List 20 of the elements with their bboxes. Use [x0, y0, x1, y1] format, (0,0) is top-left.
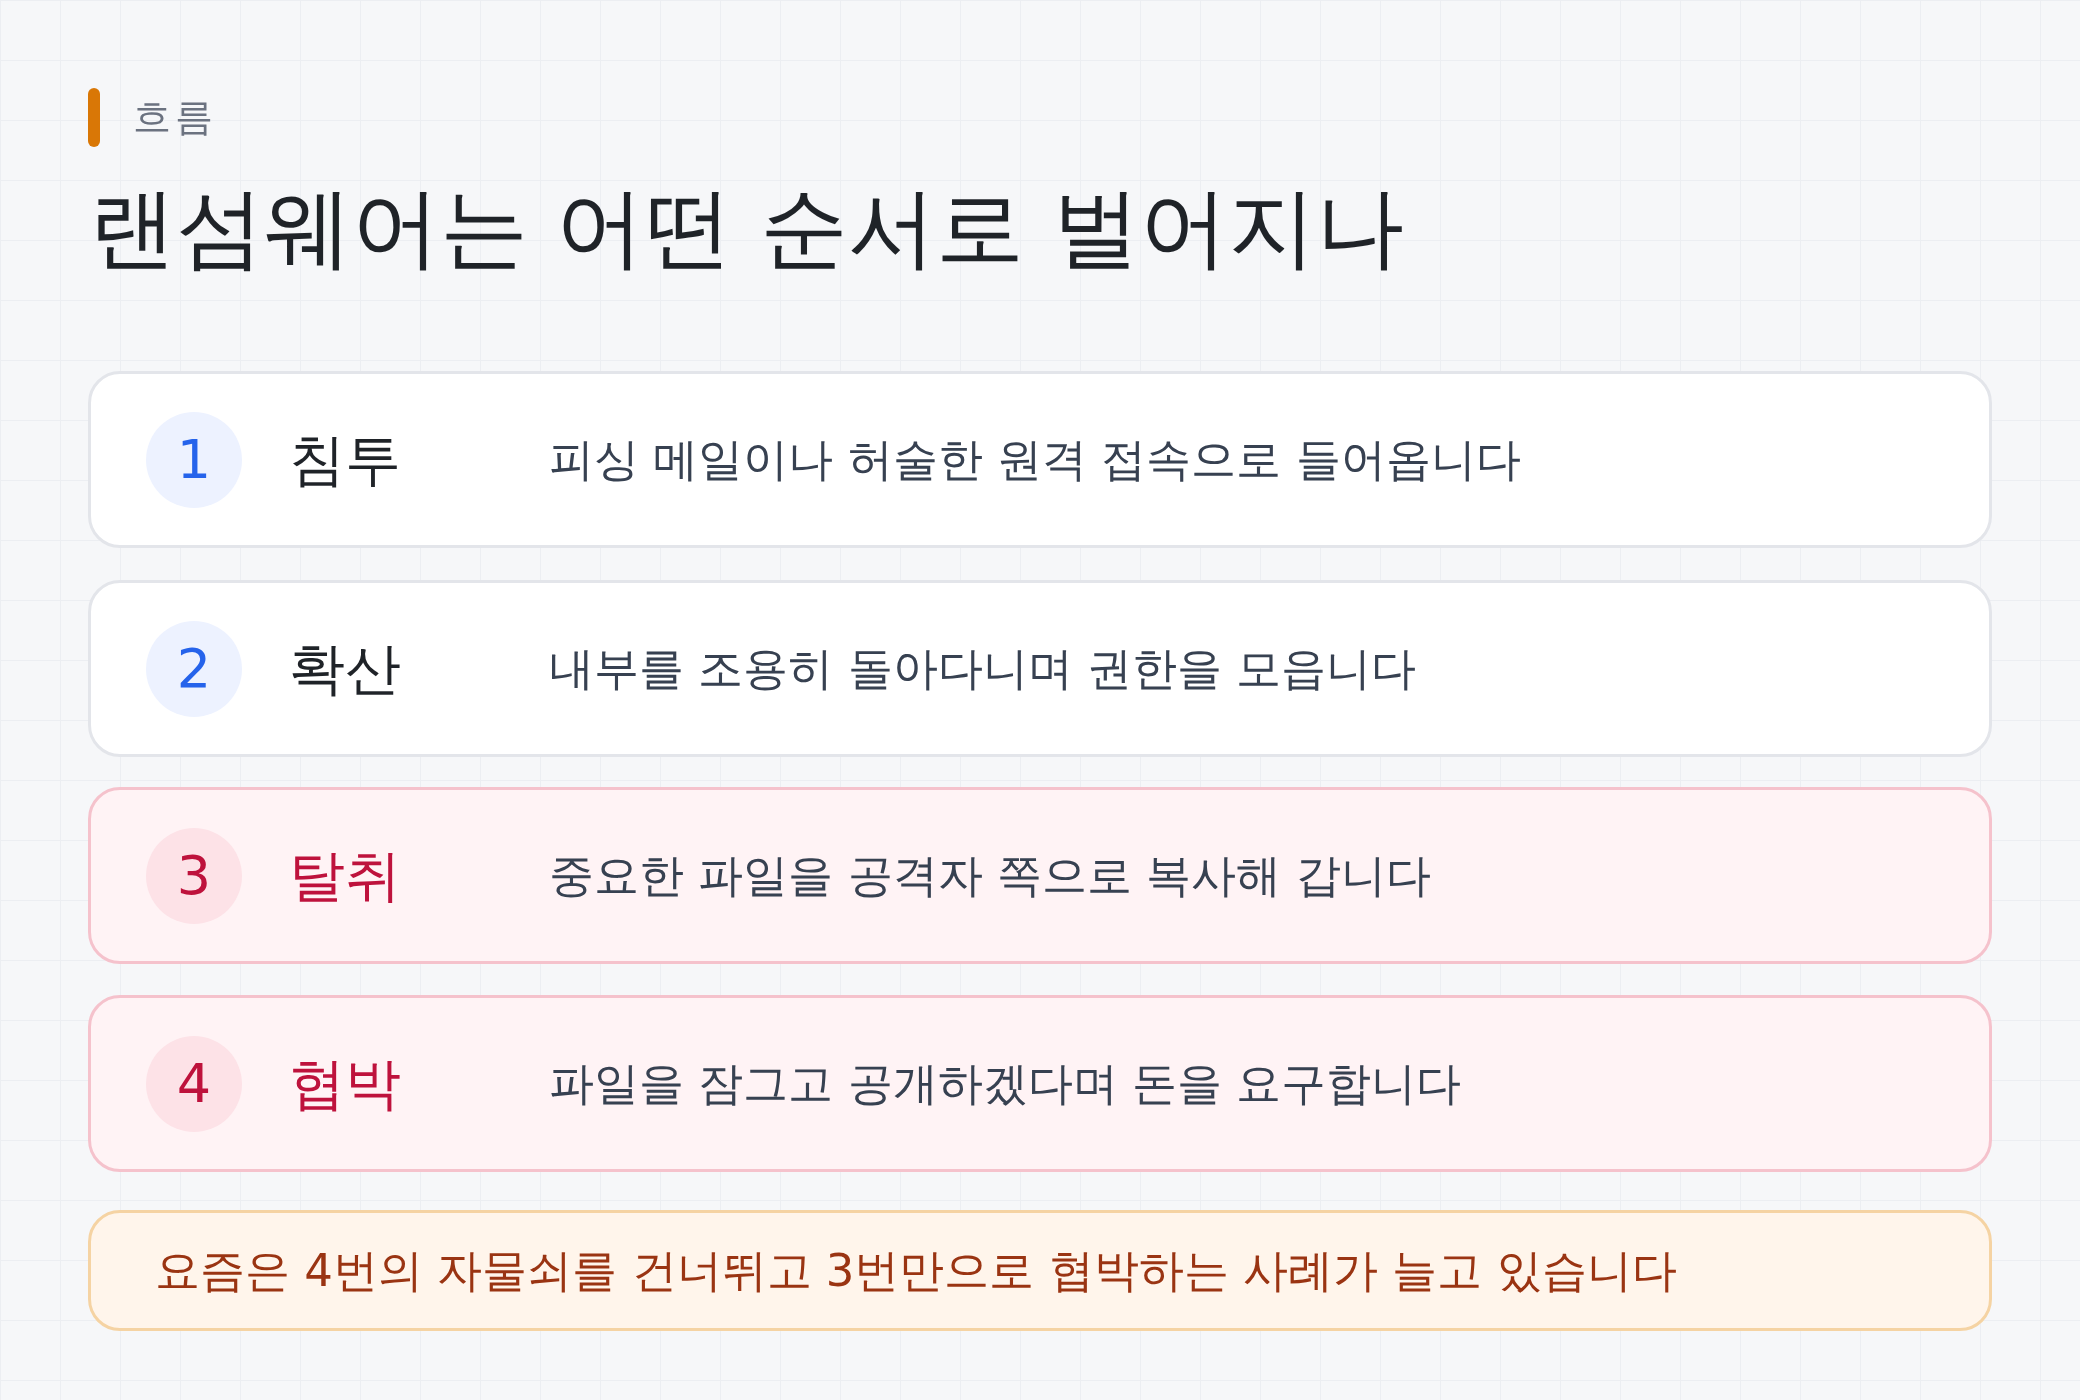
note-text: 요즘은 4번의 자물쇠를 건너뛰고 3번만으로 협박하는 사례가 늘고 있습니다: [155, 1242, 1677, 1299]
section-label: 흐름: [133, 94, 217, 140]
step-card: [88, 371, 1992, 548]
step-description: 내부를 조용히 돌아다니며 권한을 모읍니다: [549, 640, 1417, 697]
step-card: [88, 995, 1992, 1172]
step-heading: 침투: [289, 426, 401, 493]
title: 랜섬웨어는 어떤 순서로 벌어지나: [88, 176, 1404, 280]
step-heading: 협박: [289, 1050, 401, 1117]
step-card: [88, 580, 1992, 757]
step-number: 4: [146, 1035, 242, 1132]
step-number: 2: [146, 620, 242, 717]
note-box: [88, 1210, 1992, 1331]
step-description: 파일을 잠그고 공개하겠다며 돈을 요구합니다: [549, 1055, 1462, 1112]
step-card: [88, 787, 1992, 964]
step-heading: 확산: [289, 635, 401, 702]
step-description: 피싱 메일이나 허술한 원격 접속으로 들어옵니다: [549, 431, 1521, 488]
step-heading: 탈취: [289, 842, 401, 909]
step-description: 중요한 파일을 공격자 쪽으로 복사해 갑니다: [549, 847, 1431, 904]
step-number: 1: [146, 411, 242, 508]
step-number: 3: [146, 827, 242, 924]
